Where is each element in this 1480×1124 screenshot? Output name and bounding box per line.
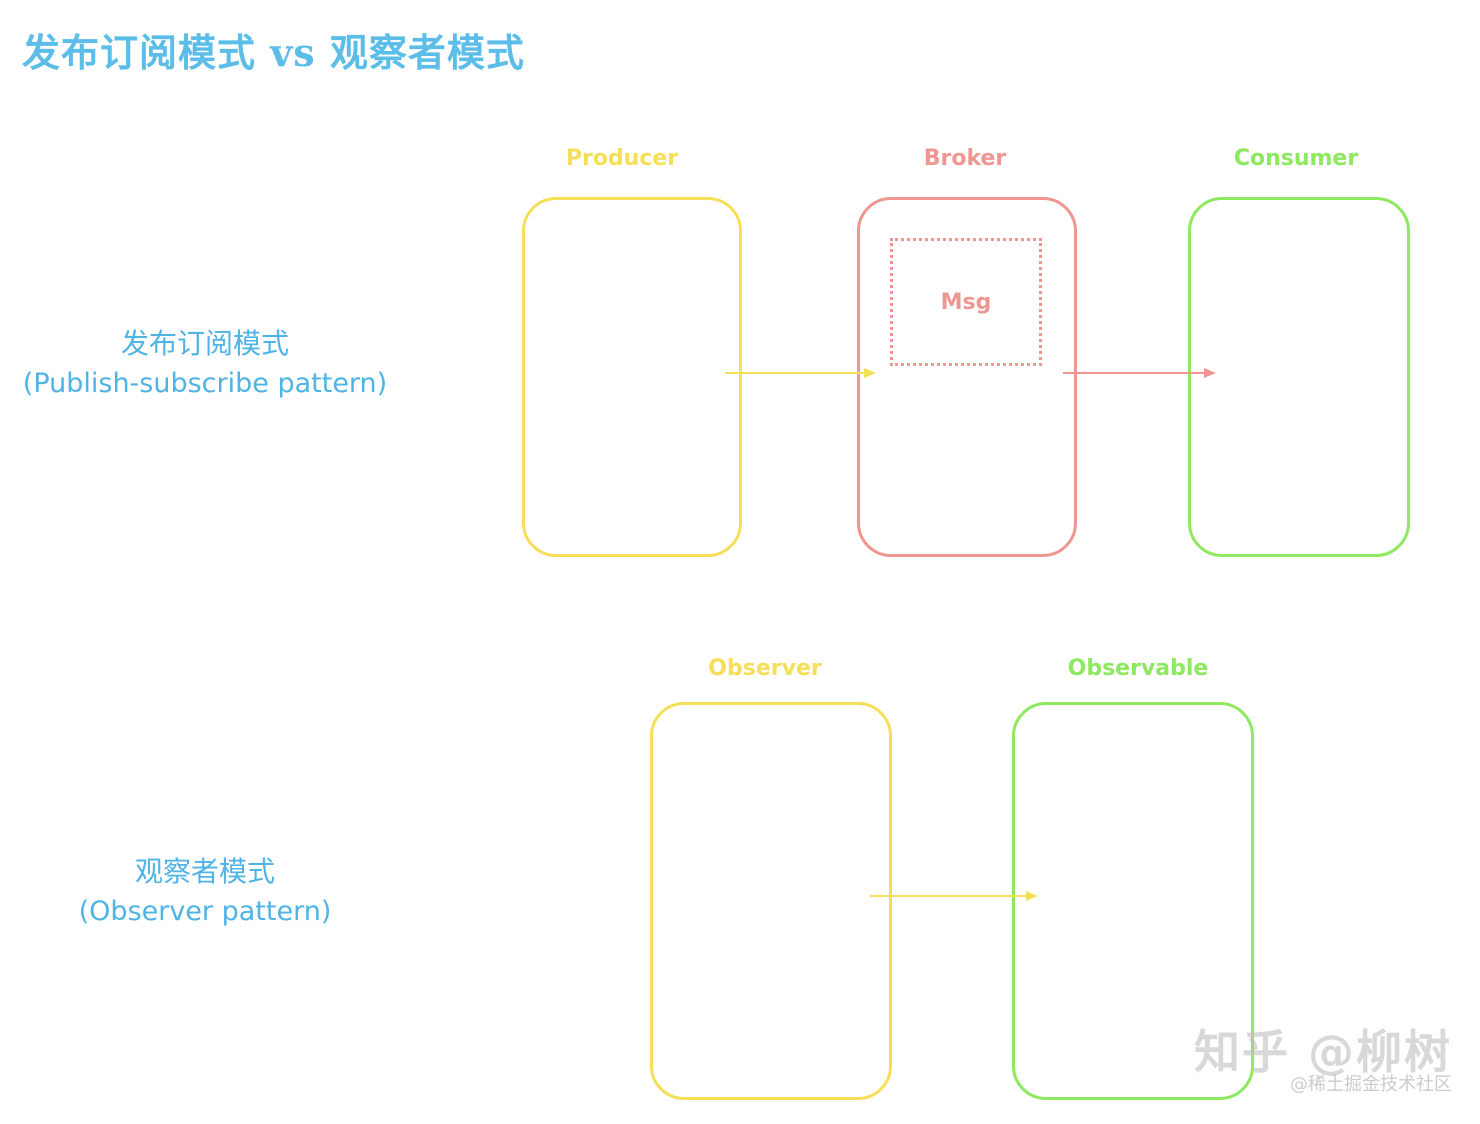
observer-pattern-label: 观察者模式 (Observer pattern) [0,850,410,927]
observable-box [1012,702,1254,1100]
producer-label: Producer [565,146,679,171]
arrow-producer-to-broker [725,368,876,378]
pubsub-label-en: (Publish-subscribe pattern) [22,368,388,399]
watermark: 知乎 @柳树 @稀土掘金技术社区 [1194,1016,1452,1096]
producer-box [522,197,742,557]
observer-label-en: (Observer pattern) [78,896,332,927]
msg-label: Msg [940,289,992,315]
pubsub-label-cn: 发布订阅模式 [120,327,289,360]
consumer-box [1188,197,1410,557]
page-title: 发布订阅模式 vs 观察者模式 [22,30,525,75]
observer-label: Observer [708,656,822,681]
observer-box [650,702,892,1100]
broker-box [857,197,1077,557]
pubsub-label: 发布订阅模式 (Publish-subscribe pattern) [0,322,410,399]
observer-label-cn: 观察者模式 [134,855,275,888]
watermark-sub: @稀土掘金技术社区 [1290,1074,1452,1095]
arrow-broker-to-consumer [1063,368,1216,378]
consumer-label: Consumer [1233,146,1359,171]
observable-label: Observable [1067,656,1209,681]
arrow-observer-to-observable [870,891,1038,901]
broker-label: Broker [923,146,1007,171]
msg-box: Msg [890,238,1042,366]
watermark-main: 知乎 @柳树 [1193,1025,1452,1079]
